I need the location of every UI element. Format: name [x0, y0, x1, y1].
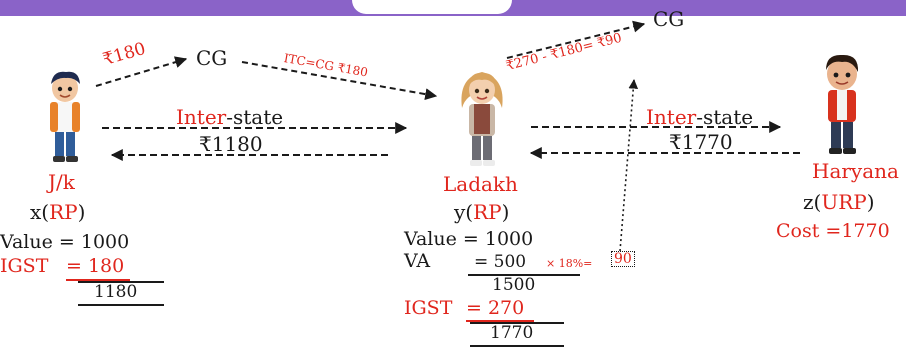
cg-label-right: CG	[653, 7, 685, 31]
y-subtotal-topline	[468, 274, 580, 276]
invoice-amount-1: ₹1180	[199, 132, 263, 156]
x-total-topline	[78, 281, 164, 283]
arrow-cg-to-y	[241, 61, 438, 101]
x-igst-value: = 180	[66, 255, 125, 277]
y-subtotal: 1500	[492, 275, 536, 295]
arrow-y-to-cg	[506, 20, 646, 59]
x-value: Value = 1000	[0, 231, 130, 253]
x-label: x(RP)	[30, 200, 86, 224]
arrow-tax-to-cg	[619, 79, 639, 252]
z-state: Haryana	[812, 159, 899, 183]
y-va-value: = 500	[474, 252, 527, 272]
y-total-topline	[470, 322, 564, 324]
y-igst-label: IGST	[404, 297, 453, 319]
y-value: Value = 1000	[404, 228, 534, 250]
person-z-icon	[826, 54, 859, 154]
invoice-amount-2: ₹1770	[669, 130, 733, 154]
y-label: y(RP)	[454, 200, 510, 224]
y-state: Ladakh	[443, 172, 518, 196]
cg-label-left: CG	[196, 46, 228, 70]
y-va-label: VA	[404, 250, 431, 272]
x-igst-label: IGST	[0, 255, 49, 277]
inter-state-label-1: Inter-state	[176, 105, 284, 129]
y-va-tax-box: 90	[611, 251, 635, 267]
z-label: z(URP)	[803, 190, 875, 214]
x-total: 1180	[94, 282, 138, 302]
inter-state-label-2: Inter-state	[646, 105, 754, 129]
z-cost: Cost =1770	[776, 220, 890, 242]
y-igst-underline	[466, 320, 534, 322]
y-va-calc: × 18%=	[546, 257, 593, 270]
x-igst-underline	[66, 279, 130, 281]
top-banner-tab	[352, 0, 512, 14]
person-x-icon	[50, 71, 80, 162]
y-total-bottomline	[470, 345, 564, 347]
x-total-bottomline	[78, 304, 164, 306]
y-total: 1770	[490, 323, 534, 343]
person-y-icon	[461, 72, 503, 166]
x-state: J/k	[48, 170, 75, 194]
arrow-x-to-cg	[95, 56, 188, 87]
y-igst-value: = 270	[466, 297, 525, 319]
